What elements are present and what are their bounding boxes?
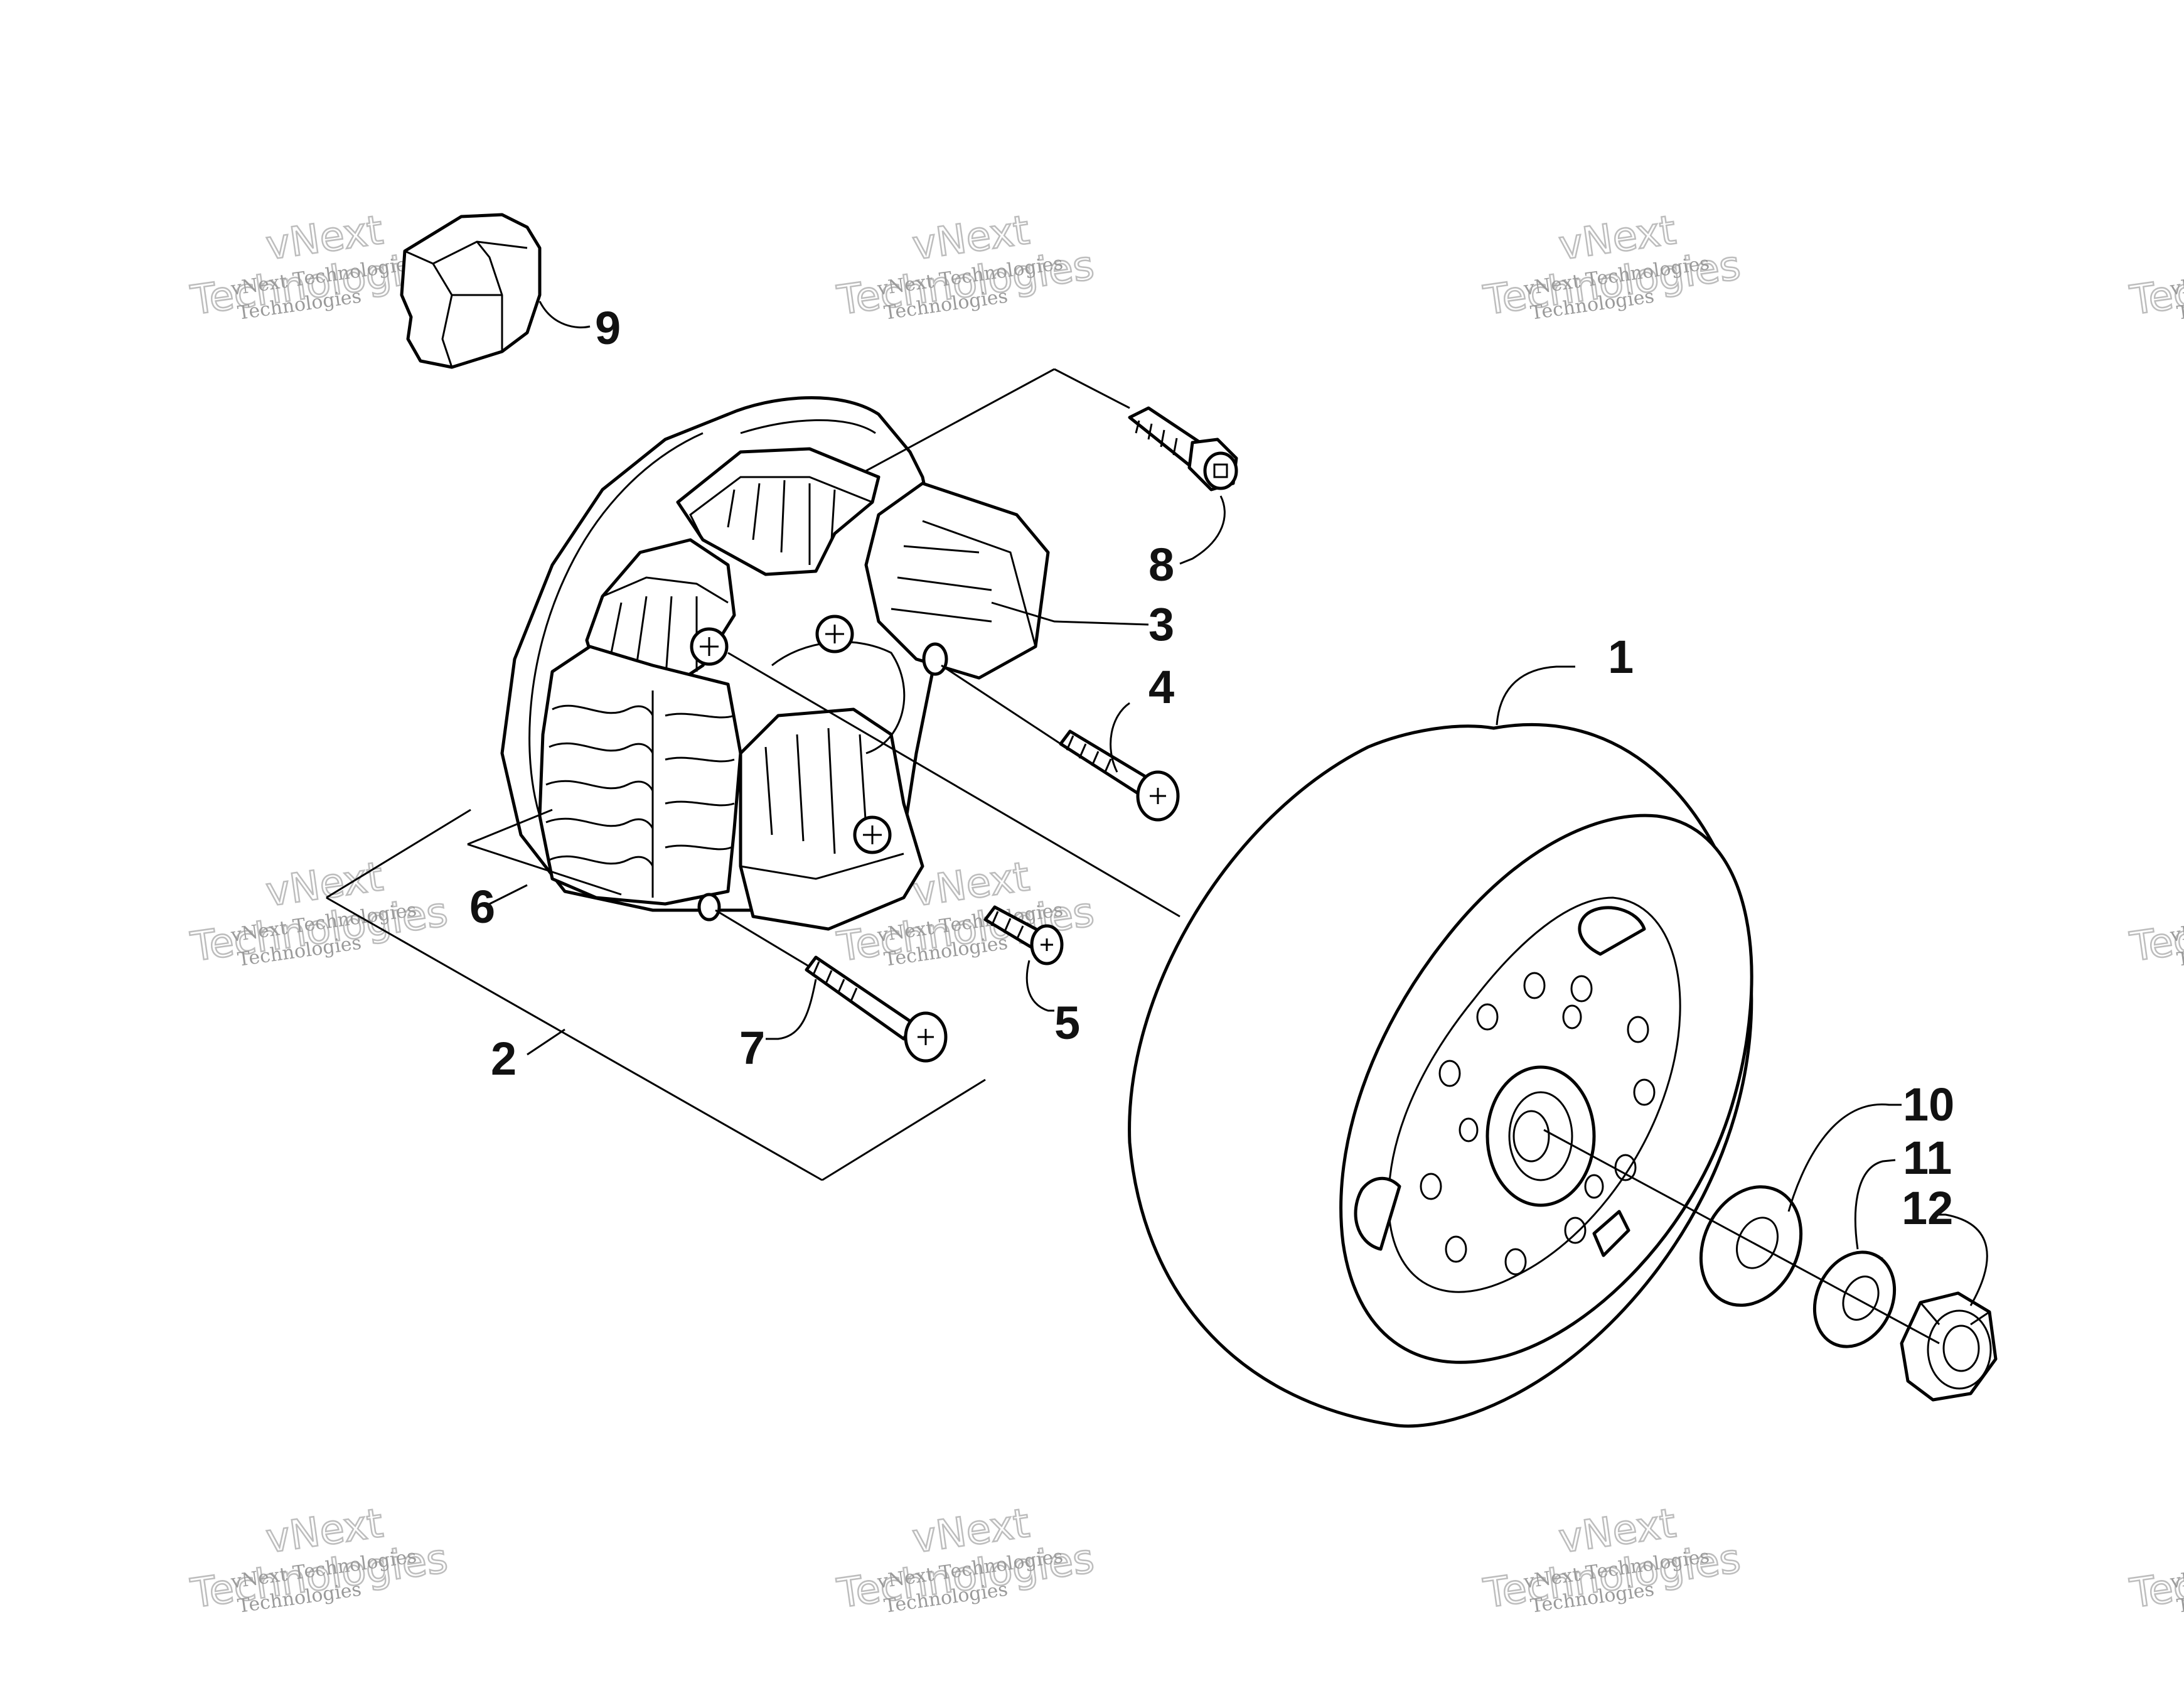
part-2-clutch-assembly — [500, 396, 1050, 931]
callout-11: 11 — [1903, 1132, 1952, 1184]
part-4-bolt — [1059, 729, 1180, 822]
leader-lines — [326, 301, 1988, 1345]
callout-5: 5 — [1054, 997, 1080, 1049]
callout-10: 10 — [1903, 1078, 1954, 1131]
callout-7: 7 — [739, 1022, 765, 1074]
callout-4: 4 — [1148, 661, 1174, 713]
callout-3: 3 — [1148, 598, 1174, 650]
part-12-hex-nut — [1900, 1291, 1998, 1402]
part-10-washer — [1699, 1185, 1803, 1307]
callout-labels: 1 2 3 4 5 6 7 8 9 10 11 12 — [469, 302, 1954, 1234]
part-1-flywheel — [1128, 723, 1753, 1428]
part-7-long-bolt — [805, 955, 948, 1063]
callout-8: 8 — [1148, 539, 1174, 591]
part-11-lock-washer — [1812, 1250, 1897, 1348]
callout-12: 12 — [1902, 1182, 1953, 1234]
callout-9: 9 — [595, 302, 621, 354]
callout-1: 1 — [1608, 631, 1634, 683]
part-9-shoe-pad — [400, 213, 542, 369]
part-8-socket-bolt — [1128, 406, 1238, 492]
callout-2: 2 — [491, 1033, 517, 1085]
part-5-short-bolt — [983, 905, 1064, 965]
callout-6: 6 — [469, 881, 495, 933]
